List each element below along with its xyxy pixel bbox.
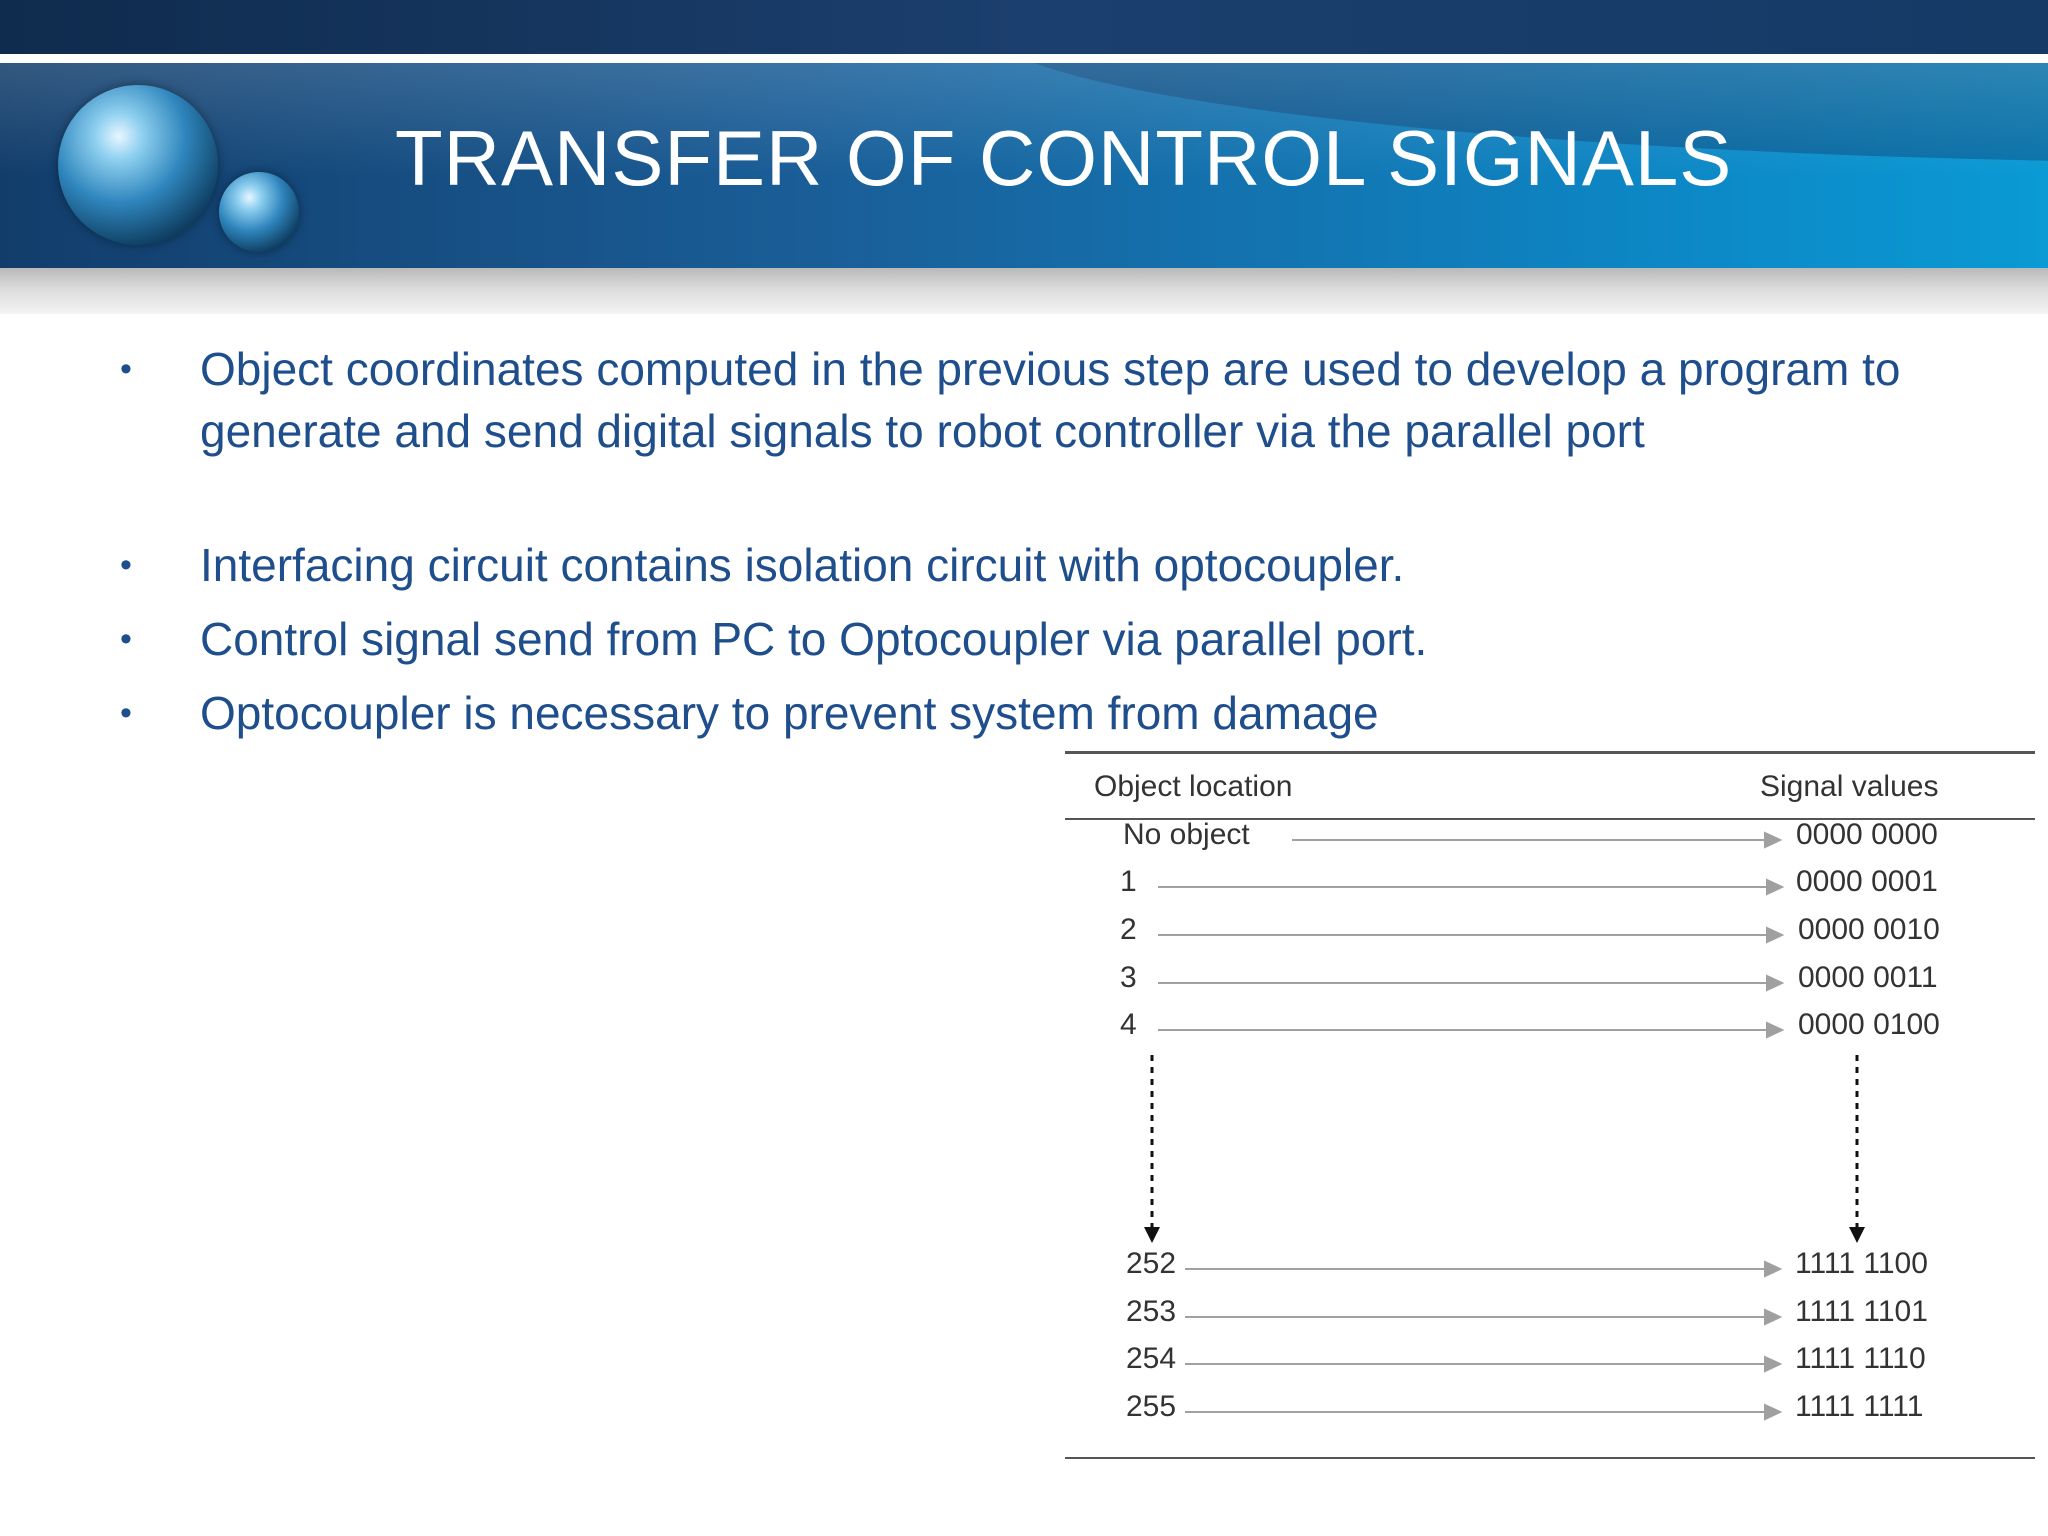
diagram-header-rule <box>1065 818 2035 820</box>
bullet-text: Optocoupler is necessary to prevent syst… <box>200 687 1379 739</box>
row-location: 252 <box>1126 1247 1177 1280</box>
arrow-right-icon <box>1766 974 1785 992</box>
bullet-text: Control signal send from PC to Optocoupl… <box>200 613 1428 665</box>
bullet-dot-icon: • <box>120 620 132 658</box>
row-signal: 0000 0011 <box>1798 961 1938 994</box>
row-signal: 1111 1100 <box>1795 1247 1928 1280</box>
bullet-text: Interfacing circuit contains isolation c… <box>200 539 1405 591</box>
row-signal: 0000 0010 <box>1798 913 1940 946</box>
diagram-top-rule <box>1065 751 2035 754</box>
row-signal: 1111 1110 <box>1795 1342 1926 1375</box>
row-location: 3 <box>1120 961 1137 994</box>
arrow-right-icon <box>1764 831 1783 849</box>
top-decor-band <box>0 0 2048 54</box>
header-shadow-bar <box>0 268 2048 314</box>
globe-orb-large-icon <box>58 85 218 245</box>
header-divider-stripe <box>0 54 2048 63</box>
arrow-right-icon <box>1764 1355 1783 1373</box>
diagram-arrows <box>1144 831 1865 1421</box>
header-sheen-decor <box>0 63 2048 268</box>
dotted-arrow-down-icon <box>1144 1227 1160 1243</box>
row-location: 254 <box>1126 1342 1177 1375</box>
arrow-right-icon <box>1764 1403 1783 1421</box>
bullet-text: Object coordinates computed in the previ… <box>200 343 1901 457</box>
arrow-right-icon <box>1764 1260 1783 1278</box>
arrow-right-icon <box>1766 1021 1785 1039</box>
row-signal: 0000 0001 <box>1796 865 1938 898</box>
bullet-dot-icon: • <box>120 546 132 584</box>
arrow-right-icon <box>1766 926 1785 944</box>
row-signal: 1111 1111 <box>1795 1390 1924 1423</box>
signal-mapping-diagram: Object location Signal values No object … <box>1060 745 2035 1465</box>
row-location: 255 <box>1126 1390 1177 1423</box>
diagram-header-signal: Signal values <box>1760 770 1939 803</box>
arrow-right-icon <box>1764 1308 1783 1326</box>
diagram-bottom-rule <box>1065 1457 2035 1459</box>
slide-header-banner <box>0 63 2048 268</box>
row-location: 2 <box>1120 913 1137 946</box>
arrow-right-icon <box>1766 878 1785 896</box>
row-location: 4 <box>1120 1008 1137 1041</box>
row-location: 253 <box>1126 1295 1177 1328</box>
row-location: 1 <box>1120 865 1137 898</box>
dotted-arrow-down-icon <box>1849 1227 1865 1243</box>
row-location: No object <box>1123 818 1250 851</box>
row-signal: 1111 1101 <box>1795 1295 1928 1328</box>
globe-orb-small-icon <box>219 172 299 252</box>
row-signal: 0000 0100 <box>1798 1008 1940 1041</box>
row-signal: 0000 0000 <box>1796 818 1938 851</box>
bullet-dot-icon: • <box>120 694 132 732</box>
diagram-header-location: Object location <box>1094 770 1293 803</box>
slide-title: TRANSFER OF CONTROL SIGNALS <box>395 114 1733 202</box>
bullet-dot-icon: • <box>120 350 132 388</box>
